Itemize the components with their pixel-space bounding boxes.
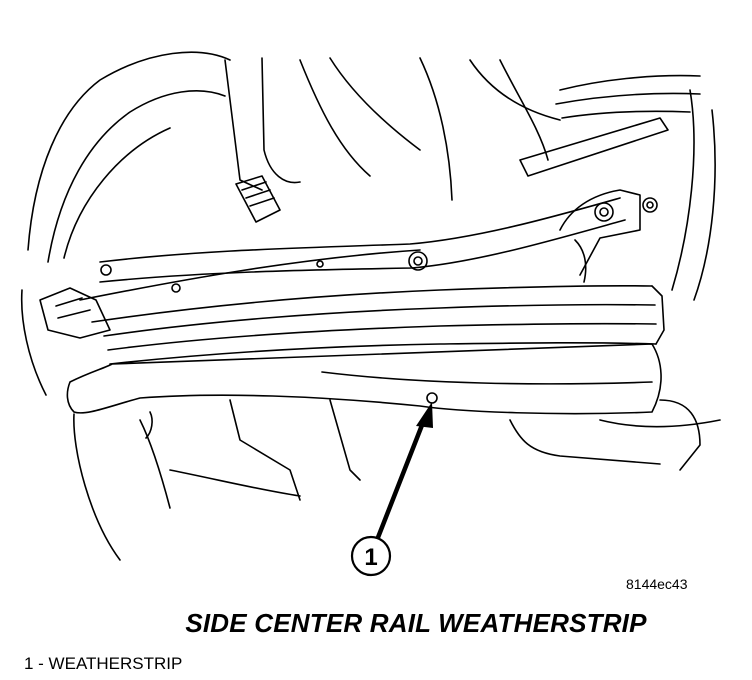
weatherstrip-ridge-2 xyxy=(107,322,657,351)
bolt-left xyxy=(100,264,112,276)
roof-line-3 xyxy=(419,57,453,201)
vehicle-illustration: 1 xyxy=(20,51,721,577)
roof-line-2 xyxy=(329,57,421,151)
floor-panel-2 xyxy=(329,399,361,481)
door-frame-seam xyxy=(63,127,171,259)
weatherstrip-end xyxy=(651,285,665,345)
bolt-right-inner xyxy=(599,207,609,217)
bracket-diagonal xyxy=(79,249,421,301)
callout-number: 1 xyxy=(364,544,377,571)
rear-quarter-edge xyxy=(693,109,716,301)
bolt-center xyxy=(408,251,428,271)
roof-line-5 xyxy=(499,59,549,161)
leader-arrow xyxy=(374,402,433,543)
seat-track xyxy=(145,411,153,439)
b-pillar-left xyxy=(224,59,263,191)
line-drawing: 1 xyxy=(20,51,721,577)
callout-1: 1 xyxy=(350,535,392,577)
weatherstrip-face xyxy=(109,342,657,365)
right-lower-panel xyxy=(599,419,721,428)
figure-title: SIDE CENTER RAIL WEATHERSTRIP xyxy=(185,608,647,638)
hole-small xyxy=(316,260,324,268)
upper-trim-2 xyxy=(555,92,701,105)
right-lower-trim-2 xyxy=(659,399,701,471)
door-frame-inner xyxy=(47,90,226,263)
seat-back-outline xyxy=(519,117,669,177)
weatherstrip-hole xyxy=(426,392,438,404)
door-frame-edge xyxy=(20,289,47,396)
roof-line-1 xyxy=(299,59,371,177)
floor-panel-3 xyxy=(169,469,301,497)
bolt-far-right-inner xyxy=(646,201,654,209)
floor-panel-1 xyxy=(229,399,301,501)
figure-id: 8144ec43 xyxy=(626,576,688,592)
right-bracket-foot xyxy=(574,239,587,283)
floor-base xyxy=(139,419,171,509)
right-bracket xyxy=(559,189,641,276)
bolt-center-inner xyxy=(413,256,423,266)
bolt-far-right xyxy=(642,197,658,213)
left-mechanism xyxy=(39,287,111,339)
hole-left xyxy=(171,283,181,293)
legend-item: 1 - WEATHERSTRIP xyxy=(24,654,183,673)
right-lower-trim xyxy=(509,419,661,465)
door-frame-outer xyxy=(27,51,231,251)
b-pillar-right xyxy=(261,57,301,184)
bracket-arm-upper xyxy=(99,197,621,263)
pillar-strap xyxy=(235,175,281,223)
pillar-strap-lines xyxy=(241,181,275,207)
upper-trim-3 xyxy=(561,110,691,119)
legend: 1 - WEATHERSTRIP xyxy=(24,654,182,674)
bracket-arm-lower xyxy=(99,219,626,283)
roof-line-4 xyxy=(469,59,561,121)
weatherstrip-body xyxy=(66,343,662,415)
bolt-right xyxy=(594,202,614,222)
upper-trim xyxy=(559,74,701,91)
weatherstrip-lower-lip xyxy=(321,371,653,385)
weatherstrip-ridge xyxy=(103,303,656,337)
floor-left xyxy=(73,413,121,561)
rear-quarter-panel xyxy=(671,89,695,291)
left-mechanism-detail xyxy=(55,297,91,319)
weatherstrip-top xyxy=(91,284,653,323)
